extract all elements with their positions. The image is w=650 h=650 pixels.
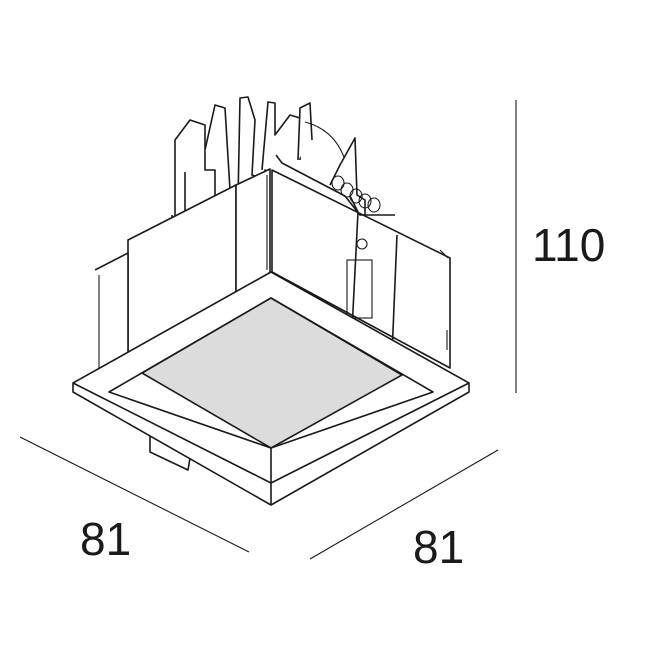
height-dimension-label: 110 [532, 219, 606, 271]
right-width-dimension-label: 81 [413, 521, 465, 573]
right-width-dimension-line [309, 449, 499, 560]
clip-tab [149, 436, 191, 471]
left-width-dimension-label: 81 [80, 513, 132, 565]
left-width-dimension-line [19, 436, 250, 553]
diffuser [141, 297, 403, 449]
